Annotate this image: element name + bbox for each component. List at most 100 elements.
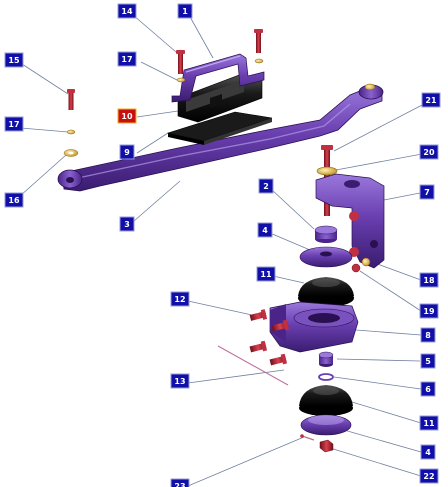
leader-4a <box>269 232 311 251</box>
callout-box <box>257 222 273 238</box>
washer-17b <box>66 129 76 135</box>
callout-17: 17 <box>121 55 132 64</box>
nut-19 <box>351 263 361 273</box>
callout-5: 5 <box>425 357 431 366</box>
callout-box <box>419 303 439 319</box>
leader-18 <box>371 261 422 281</box>
callout-18: 18 <box>423 276 435 285</box>
leader-12 <box>187 300 253 316</box>
callout-box <box>119 216 135 232</box>
callout-box <box>170 478 190 487</box>
callout-box <box>4 52 24 68</box>
callout-box <box>419 272 439 288</box>
callout-3: 3 <box>124 220 130 229</box>
callout-box <box>420 353 436 369</box>
leader-3 <box>133 180 181 222</box>
callout-6: 6 <box>425 385 431 394</box>
leader-14 <box>132 14 177 53</box>
callout-box <box>258 178 274 194</box>
bolt-top-right <box>254 29 263 53</box>
bolt-12-top <box>249 309 268 321</box>
callout-box <box>4 192 24 208</box>
callout-box <box>177 3 193 19</box>
washer-16 <box>63 149 79 157</box>
callout-9: 9 <box>124 148 130 157</box>
bolt-14 <box>176 50 185 74</box>
nut-22 <box>319 439 334 453</box>
bushing-2 <box>314 225 338 243</box>
callout-8: 8 <box>425 331 431 340</box>
leader-16 <box>19 154 67 197</box>
leader-17b <box>20 127 69 133</box>
sleeve-5 <box>318 351 334 367</box>
ring-6 <box>318 373 334 381</box>
disc-4b <box>300 414 352 436</box>
callout-15: 15 <box>8 56 20 65</box>
washer-17a-right <box>254 58 264 64</box>
pad-9 <box>166 111 273 145</box>
leader-23 <box>187 436 305 487</box>
rod-13 <box>217 345 289 386</box>
callout-box <box>170 291 190 307</box>
callout-11: 11 <box>423 419 435 428</box>
callout-box <box>117 3 137 19</box>
washer-17a <box>176 77 186 83</box>
callout-10: 10 <box>121 112 133 121</box>
housing-8 <box>269 301 359 353</box>
u-strap-clamp-1 <box>171 53 265 103</box>
callout-box <box>117 108 137 124</box>
callout-11: 11 <box>260 270 272 279</box>
callout-box <box>117 51 137 67</box>
washer-20 <box>316 166 338 176</box>
bolt-15 <box>67 89 75 110</box>
callout-14: 14 <box>121 7 133 16</box>
nut-18 <box>361 257 371 267</box>
leader-11b <box>351 401 422 424</box>
leader-6 <box>333 376 422 390</box>
axle-beam-3 <box>57 83 384 192</box>
bolt-12-bottom <box>269 353 288 366</box>
callout-box <box>119 144 135 160</box>
callout-4: 4 <box>425 448 431 457</box>
rubber-dome-11a <box>298 277 354 307</box>
callout-22: 22 <box>423 472 434 481</box>
leader-11a <box>272 275 305 284</box>
bolt-12-low <box>249 340 268 353</box>
callout-box <box>419 184 435 200</box>
pin-23 <box>300 434 315 441</box>
leader-8 <box>355 329 422 336</box>
leader-22 <box>329 447 422 477</box>
callout-2: 2 <box>263 182 269 191</box>
callout-13: 13 <box>174 377 185 386</box>
leader-19 <box>359 270 422 312</box>
callout-23: 23 <box>174 482 185 487</box>
callout-1: 1 <box>182 7 188 16</box>
callout-box <box>419 144 439 160</box>
leader-20 <box>335 153 423 171</box>
callout-19: 19 <box>423 307 435 316</box>
leader-1 <box>188 14 214 59</box>
callout-4: 4 <box>262 226 268 235</box>
callout-box <box>419 468 439 484</box>
callout-box <box>4 116 24 132</box>
rubber-dome-11b <box>299 385 353 416</box>
callout-16: 16 <box>8 196 20 205</box>
leader-7 <box>383 192 421 201</box>
leader-2 <box>270 188 315 230</box>
callout-7: 7 <box>424 188 430 197</box>
callout-box <box>256 266 276 282</box>
callout-17: 17 <box>8 120 19 129</box>
callout-box <box>421 92 441 108</box>
callout-12: 12 <box>174 295 185 304</box>
callout-21: 21 <box>425 96 437 105</box>
callout-20: 20 <box>423 148 435 157</box>
leader-13 <box>187 369 285 384</box>
leader-10 <box>136 110 179 118</box>
callout-box <box>420 327 436 343</box>
callout-box <box>420 444 436 460</box>
leader-21 <box>333 103 425 152</box>
leader-5 <box>336 358 421 362</box>
disc-4a <box>299 246 353 268</box>
callout-labels: 14 1 17 15 10 17 9 16 21 20 3 2 7 4 11 1… <box>4 3 441 487</box>
